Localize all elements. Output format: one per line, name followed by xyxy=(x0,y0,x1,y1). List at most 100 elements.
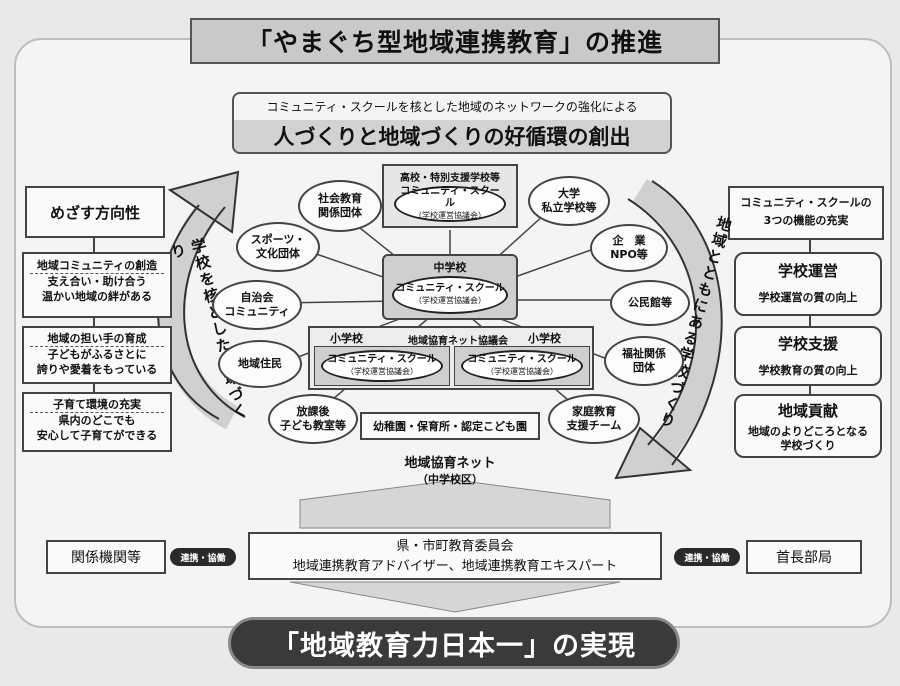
function-desc-line1: 地域のよりどころとなる xyxy=(747,425,869,438)
down-arrow xyxy=(289,581,621,613)
header-box: コミュニティ・スクールを核とした地域のネットワークの強化による 人づくりと地域づ… xyxy=(232,92,672,154)
high-school-box: 高校・特別支援学校等 コミュニティ・スクール （学校運営協議会） xyxy=(382,164,518,228)
partner-company-npo: 企 業 NPO等 xyxy=(590,224,668,272)
cs-label: コミュニティ・スクール xyxy=(467,354,577,365)
page-title: 「やまぐち型地域連携教育」の推進 xyxy=(246,28,663,57)
functions-heading-line1: コミュニティ・スクールの xyxy=(740,196,872,209)
partner-label: 放課後 xyxy=(296,405,330,418)
partner-afterschool: 放課後 子ども教室等 xyxy=(268,394,358,444)
cs-sub-label: （学校運営協議会） xyxy=(414,211,486,220)
cs-sub-label: （学校運営協議会） xyxy=(346,367,418,376)
partner-welfare: 福祉関係 団体 xyxy=(604,336,684,386)
direction-heading: めざす方向性 xyxy=(25,186,165,238)
elementary-box-right: コミュニティ・スクール （学校運営協議会） xyxy=(454,346,590,386)
partner-kominkan: 公民館等 xyxy=(610,280,690,326)
cs-sub-label: （学校運営協議会） xyxy=(486,367,558,376)
partner-label: 子ども教室等 xyxy=(280,419,346,432)
network-council-box: 小学校 地域協育ネット協議会 小学校 コミュニティ・スクール （学校運営協議会）… xyxy=(308,326,594,390)
functions-heading: コミュニティ・スクールの 3つの機能の充実 xyxy=(728,186,884,240)
direction-item-line: 安心して子育てができる xyxy=(36,429,158,442)
partner-residents: 地域住民 xyxy=(218,340,302,388)
board-line2: 地域連携教育アドバイザー、地域連携教育エキスパート xyxy=(292,559,618,574)
direction-item-line: 子どもがふるさとに xyxy=(47,348,147,361)
board-line1: 県・市町教育委員会 xyxy=(396,539,514,554)
function-desc-line2: 学校づくり xyxy=(780,439,836,452)
function-desc: 学校運営の質の向上 xyxy=(758,291,858,304)
community-school-oval: コミュニティ・スクール （学校運営協議会） xyxy=(461,350,583,382)
direction-item-title: 子育て環境の充実 xyxy=(30,397,164,413)
direction-item-line: 県内のどこでも xyxy=(58,414,136,427)
right-arrow-head xyxy=(614,426,693,480)
partner-label: 社会教育 xyxy=(318,192,362,205)
related-agencies-box: 関係機関等 xyxy=(46,540,166,574)
board-of-education-box: 県・市町教育委員会 地域連携教育アドバイザー、地域連携教育エキスパート xyxy=(248,532,662,580)
middle-school-box: 中学校 コミュニティ・スクール （学校運営協議会） xyxy=(382,254,518,320)
partner-jichikai: 自治会 コミュニティ xyxy=(212,280,302,330)
direction-item-2: 地域の担い手の育成 子どもがふるさとに 誇りや愛着をもっている xyxy=(22,326,172,384)
left-curve-arrow-body xyxy=(158,197,239,430)
middle-school-label: 中学校 xyxy=(433,261,467,274)
direction-item-title: 地域の担い手の育成 xyxy=(30,331,164,347)
network-council-label: 地域協育ネット協議会 xyxy=(408,336,508,347)
direction-item-1: 地域コミュニティの創造 支え合い・助け合う 温かい地域の絆がある xyxy=(22,252,172,318)
function-item-1: 学校運営 学校運営の質の向上 xyxy=(734,252,882,316)
functions-heading-line2: 3つの機能の充実 xyxy=(763,214,849,227)
elementary-box-left: コミュニティ・スクール （学校運営協議会） xyxy=(314,346,450,386)
title-banner: 「やまぐち型地域連携教育」の推進 xyxy=(190,18,720,64)
goal-banner: 「地域教育力日本一」の実現 xyxy=(228,617,680,669)
direction-item-title: 地域コミュニティの創造 xyxy=(30,258,164,274)
partner-label: 公民館等 xyxy=(628,296,672,309)
partner-label: 関係団体 xyxy=(318,206,362,219)
partner-social-education: 社会教育 関係団体 xyxy=(298,180,382,232)
elementary-label: 小学校 xyxy=(330,332,363,345)
partner-label: 団体 xyxy=(633,361,655,374)
partner-label: 福祉関係 xyxy=(622,347,666,360)
goal-text: 「地域教育力日本一」の実現 xyxy=(272,630,636,662)
partner-label: NPO等 xyxy=(610,248,648,261)
header-subtitle: コミュニティ・スクールを核とした地域のネットワークの強化による xyxy=(266,100,638,114)
cs-label: コミュニティ・スクール xyxy=(395,283,505,294)
function-item-2: 学校支援 学校教育の質の向上 xyxy=(734,326,882,386)
function-title: 地域貢献 xyxy=(777,402,838,420)
network-name-label: 地域協育ネット xyxy=(404,456,496,471)
cs-sub-label: （学校運営協議会） xyxy=(414,296,486,305)
community-school-oval: コミュニティ・スクール （学校運営協議会） xyxy=(394,186,506,222)
community-school-oval: コミュニティ・スクール （学校運営協議会） xyxy=(392,276,508,314)
left-arrow-head xyxy=(167,170,240,234)
partner-label: 地域住民 xyxy=(238,357,282,370)
partner-label: 支援チーム xyxy=(566,419,622,432)
partner-label: 私立学校等 xyxy=(541,201,597,214)
network-name-sub: （中学校区） xyxy=(417,473,483,486)
high-school-label: 高校・特別支援学校等 xyxy=(400,173,500,184)
partner-label: コミュニティ xyxy=(224,305,290,318)
mayor-office-box: 首長部局 xyxy=(746,540,862,574)
partner-family-education: 家庭教育 支援チーム xyxy=(548,394,640,444)
cs-label: コミュニティ・スクール xyxy=(400,186,500,209)
partner-sports-culture: スポーツ・ 文化団体 xyxy=(236,222,320,272)
function-desc: 学校教育の質の向上 xyxy=(758,364,858,377)
direction-item-line: 誇りや愛着をもっている xyxy=(36,363,158,376)
network-name: 地域協育ネット （中学校区） xyxy=(380,452,520,487)
partner-label: スポーツ・ xyxy=(250,233,306,246)
direction-item-line: 支え合い・助け合う xyxy=(47,275,147,288)
function-title: 学校運営 xyxy=(777,262,838,280)
partner-university: 大学 私立学校等 xyxy=(528,176,610,226)
direction-item-3: 子育て環境の充実 県内のどこでも 安心して子育てができる xyxy=(22,392,172,452)
connect-tag-right: 連携・協働 xyxy=(674,548,740,566)
partner-label: 文化団体 xyxy=(256,247,300,260)
partner-label: 大学 xyxy=(558,187,580,200)
header-main: 人づくりと地域づくりの好循環の創出 xyxy=(273,125,631,149)
community-school-oval: コミュニティ・スクール （学校運営協議会） xyxy=(321,350,443,382)
partner-label: 企 業 xyxy=(612,234,646,247)
kindergarten-box: 幼稚園・保育所・認定こども園 xyxy=(360,412,540,440)
direction-item-line: 温かい地域の絆がある xyxy=(42,290,152,303)
up-arrow xyxy=(299,479,611,529)
function-title: 学校支援 xyxy=(777,335,838,353)
function-item-3: 地域貢献 地域のよりどころとなる 学校づくり xyxy=(734,394,882,458)
partner-label: 家庭教育 xyxy=(572,405,616,418)
connect-tag-left: 連携・協働 xyxy=(170,548,236,566)
right-curve-arrow-body xyxy=(632,178,722,464)
cs-label: コミュニティ・スクール xyxy=(327,354,437,365)
partner-label: 自治会 xyxy=(240,291,274,304)
